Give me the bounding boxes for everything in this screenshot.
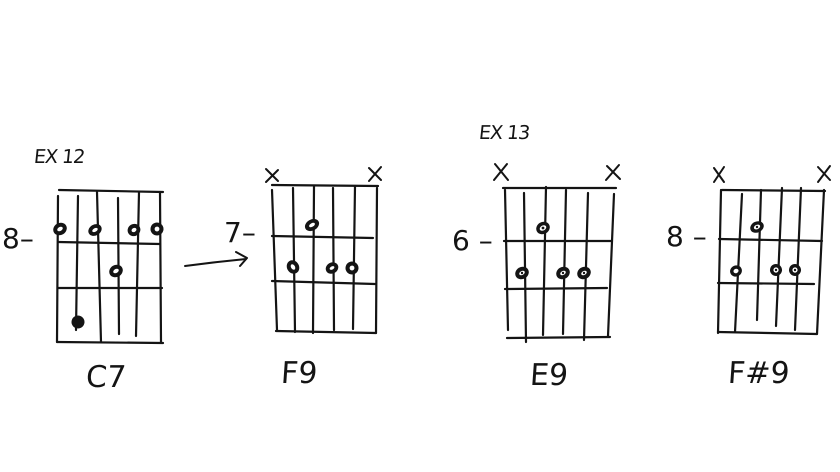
fret-marker-fsharp9: 8 – xyxy=(666,220,707,253)
mute-x-icon xyxy=(713,166,725,183)
finger-dots xyxy=(515,221,591,280)
fret-marker-e9: 6 – xyxy=(452,224,493,257)
chord-name-f9: F9 xyxy=(279,356,319,391)
chord-name-c7: C7 xyxy=(84,360,128,395)
chord-diagram-e9 xyxy=(493,163,621,344)
chord-name-e9: E9 xyxy=(528,358,570,393)
fret-marker-f9: 7– xyxy=(224,216,256,249)
fret-marker-c7: 8– xyxy=(2,222,34,255)
finger-dots xyxy=(286,218,359,275)
mute-x-icon xyxy=(817,165,831,183)
chord-diagram-fsharp9 xyxy=(713,165,831,336)
chord-diagram-c7 xyxy=(53,188,165,345)
chord-name-fsharp9: F#9 xyxy=(726,356,791,391)
mute-x-icon xyxy=(605,164,621,181)
fretboard-grid xyxy=(270,183,380,335)
example-label-ex12: EX 12 xyxy=(32,146,86,168)
mute-x-icon xyxy=(265,168,279,183)
chord-diagram-f9 xyxy=(265,166,382,335)
fretboard-grid xyxy=(716,186,827,336)
finger-dots xyxy=(53,222,164,329)
fretboard-grid xyxy=(501,185,618,344)
mute-x-icon xyxy=(368,166,382,182)
example-label-ex13: EX 13 xyxy=(477,122,531,144)
transition-arrow-icon xyxy=(184,251,248,267)
muted-string-markers xyxy=(493,163,621,181)
muted-string-markers xyxy=(265,166,382,183)
mute-x-icon xyxy=(493,163,509,181)
muted-string-markers xyxy=(713,165,831,183)
fretboard-grid xyxy=(55,188,165,345)
finger-dots xyxy=(730,221,801,277)
finger-dot xyxy=(71,315,85,329)
